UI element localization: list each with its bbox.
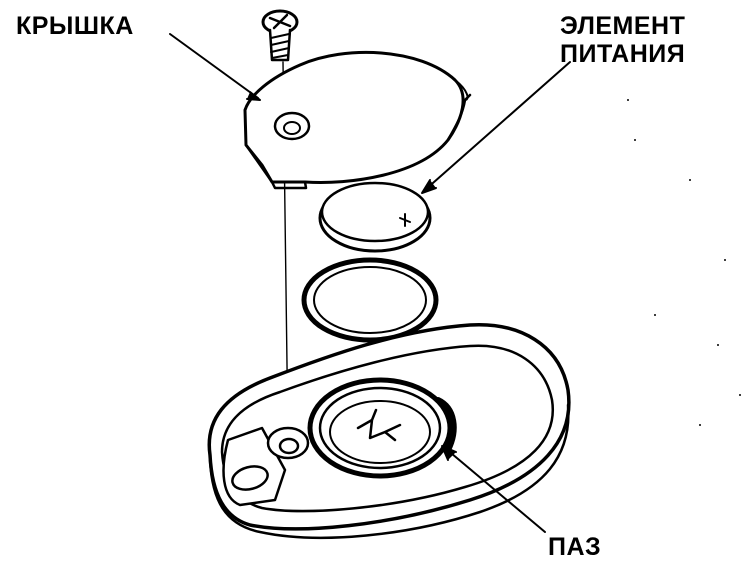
case-side xyxy=(208,403,570,540)
leader-cover xyxy=(169,33,259,99)
cover-rim xyxy=(454,79,469,101)
battery-well-floor xyxy=(329,400,431,464)
o-ring xyxy=(301,257,439,343)
label-battery-line2: ПИТАНИЯ xyxy=(560,40,686,68)
leader-cover-arrow xyxy=(246,91,261,101)
scan-speckle xyxy=(627,99,741,426)
leader-groove xyxy=(444,447,546,533)
cover-screw-hole-inner xyxy=(283,121,301,135)
label-cover: КРЫШКА xyxy=(16,12,134,40)
screw-boss-hole xyxy=(278,437,300,455)
case-inner-top xyxy=(220,344,555,513)
plus-mark xyxy=(399,213,411,227)
o-ring-outer xyxy=(301,257,439,343)
screw xyxy=(261,9,299,62)
cover-screw-hole xyxy=(273,111,311,141)
label-groove: ПАЗ xyxy=(548,533,602,561)
contact-spring xyxy=(356,408,402,442)
leader-battery xyxy=(424,61,571,191)
battery xyxy=(318,181,432,253)
label-battery: ЭЛЕМЕНТ ПИТАНИЯ xyxy=(560,12,685,68)
battery-well-groove xyxy=(307,377,453,479)
screw-thread xyxy=(270,33,290,59)
label-battery-line1: ЭЛЕМЕНТ xyxy=(560,12,686,40)
leader-groove-arrow xyxy=(441,445,457,461)
groove-shading xyxy=(435,397,457,453)
leader-battery-arrow xyxy=(421,179,437,194)
o-ring-inner xyxy=(313,266,427,334)
battery-top xyxy=(320,181,430,243)
screw-slot xyxy=(268,13,292,30)
screw-boss xyxy=(266,426,310,460)
cover xyxy=(243,50,472,190)
key-ring-hole xyxy=(231,465,269,491)
